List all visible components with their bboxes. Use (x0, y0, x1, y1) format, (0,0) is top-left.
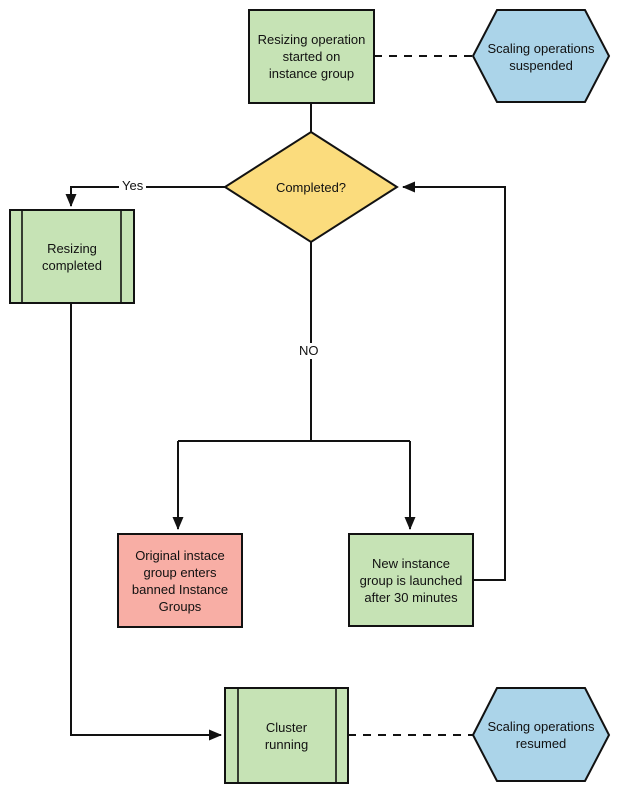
node-resizing-completed (9, 209, 135, 304)
edge-resizing-to-cluster (70, 303, 222, 741)
node-suspended-hexagon (471, 9, 611, 103)
node-decision-diamond (223, 130, 399, 244)
edge-decision-yes (65, 186, 225, 207)
node-start (248, 9, 375, 104)
edge-label-no: NO (296, 343, 322, 359)
node-cluster (224, 687, 349, 784)
node-new-group (348, 533, 474, 627)
edge-newgroup-to-decision (402, 181, 506, 581)
node-resumed-hexagon (471, 687, 611, 782)
node-banned (117, 533, 243, 628)
edge-label-yes: Yes (119, 178, 147, 194)
